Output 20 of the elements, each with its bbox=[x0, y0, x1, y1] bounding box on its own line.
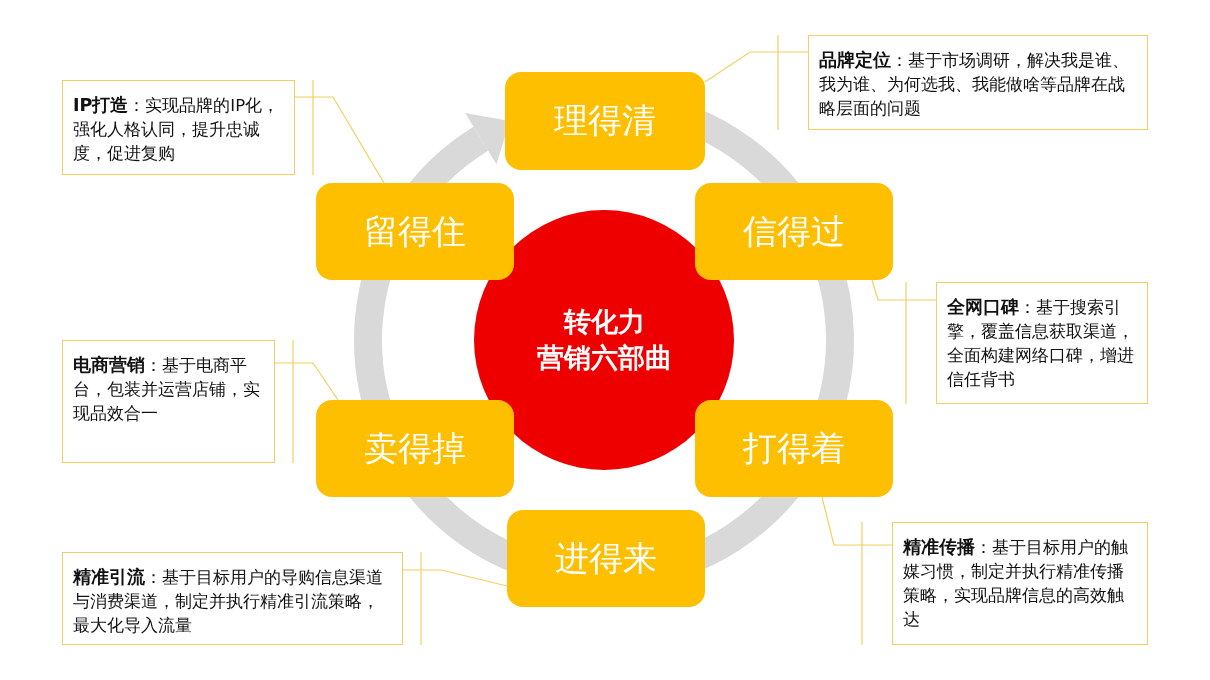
step-box: 信得过 bbox=[695, 183, 893, 280]
title-text: 转化力 bbox=[563, 304, 645, 339]
description-box: IP打造：实现品牌的IP化，强化人格认同，提升忠诚度，促进复购 bbox=[62, 80, 295, 175]
step-box: 打得着 bbox=[695, 400, 893, 497]
description-box: 全网口碑：基于搜索引擎，覆盖信息获取渠道，全面构建网络口碑，增进信任背书 bbox=[936, 282, 1148, 404]
description-box: 品牌定位：基于市场调研，解决我是谁、我为谁、为何选我、我能做啥等品牌在战略层面的问题 bbox=[808, 35, 1148, 130]
title-text: 营销六部曲 bbox=[536, 341, 672, 375]
step-box: 卖得掉 bbox=[316, 400, 514, 497]
leader-line bbox=[704, 51, 809, 83]
step-box: 留得住 bbox=[316, 183, 514, 280]
leader-line bbox=[294, 96, 385, 184]
description-box: 精准引流：基于目标用户的导购信息渠道与消费渠道，制定并执行精准引流策略，最大化导入流量 bbox=[62, 552, 403, 645]
leader-line bbox=[274, 362, 339, 401]
description-box: 精准传播：基于目标用户的触媒习惯，制定并执行精准传播策略，实现品牌信息的高效触达 bbox=[892, 522, 1148, 645]
description-box: 电商营销：基于电商平台，包装并运营店铺，实现品效合一 bbox=[62, 340, 275, 463]
leader-line bbox=[871, 279, 937, 301]
leader-line bbox=[821, 496, 893, 546]
step-box: 理得清 bbox=[505, 72, 705, 170]
step-box: 进得来 bbox=[507, 510, 705, 607]
leader-line bbox=[402, 569, 508, 587]
